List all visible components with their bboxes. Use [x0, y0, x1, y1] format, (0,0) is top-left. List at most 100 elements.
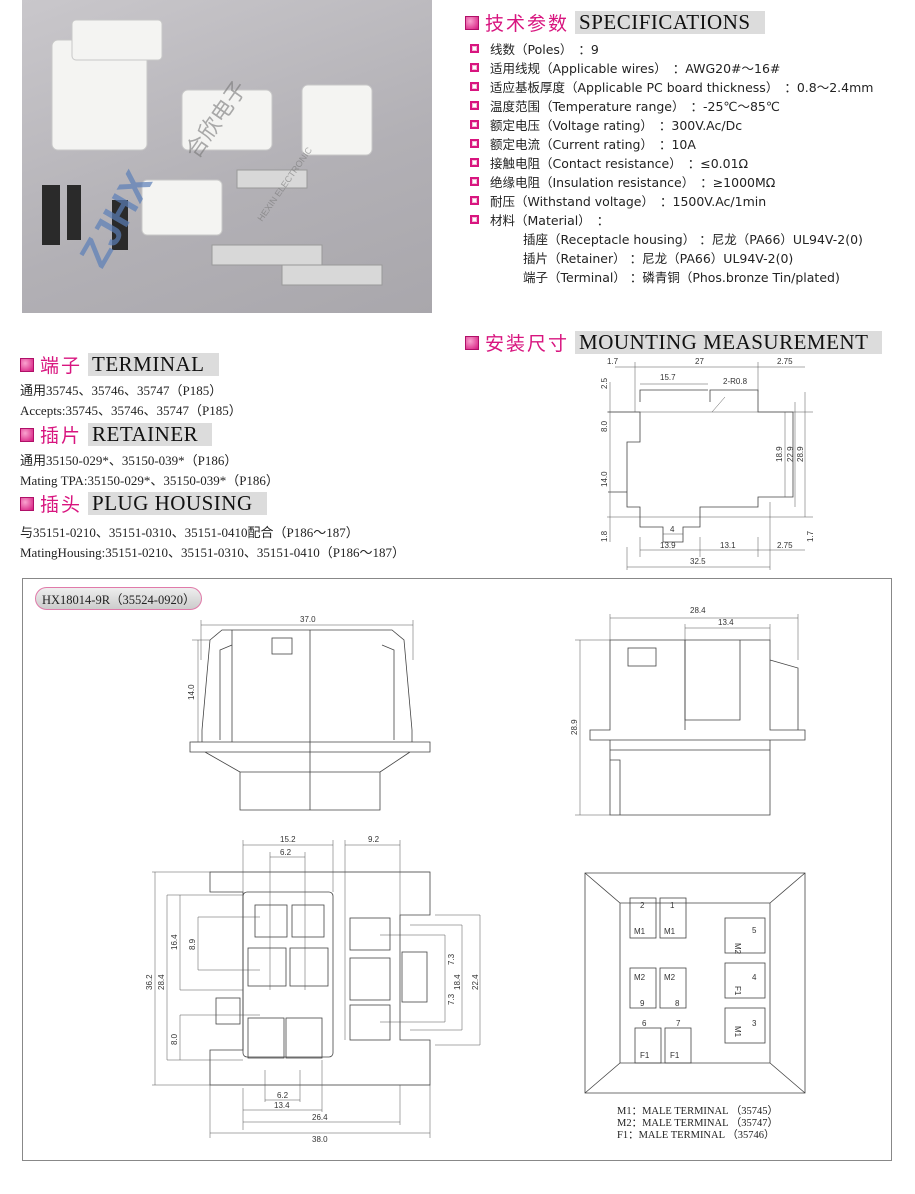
plug-heading: 插头 PLUG HOUSING: [20, 490, 267, 517]
dim-label: 27: [695, 357, 704, 366]
pin-number: 1: [670, 901, 675, 910]
terminal-title-en: TERMINAL: [88, 353, 219, 376]
dim-label: 9.2: [368, 835, 380, 844]
spec-value: ：300V.Ac/Dc: [658, 118, 743, 133]
heading-square-icon: [20, 357, 34, 372]
dim-label: 28.4: [690, 606, 706, 615]
pin-number: 8: [675, 999, 680, 1008]
heading-square-icon: [20, 496, 34, 511]
bullet-icon: [470, 101, 479, 110]
dim-label: 22.4: [471, 974, 480, 990]
dim-label: 6.2: [277, 1091, 289, 1100]
dim-label: 13.9: [660, 541, 676, 550]
dim-label: 8.0: [170, 1033, 179, 1045]
dim-label: 8.0: [600, 420, 609, 432]
dim-label: 15.2: [280, 835, 296, 844]
technical-drawing-frame: [22, 578, 892, 1161]
terminal-type: M2: [664, 973, 676, 982]
spec-value: ：10A: [658, 137, 696, 152]
dim-label: 8.9: [188, 938, 197, 950]
material-label: 插片（Retainer）: [523, 251, 626, 266]
spec-label: 适用线规（Applicable wires）: [490, 61, 667, 76]
spec-value: ：≤0.01Ω: [687, 156, 749, 171]
spec-item: 适用线规（Applicable wires） ：AWG20#～16#: [470, 58, 873, 77]
spec-item: 适应基板厚度（Applicable PC board thickness）：0.…: [470, 77, 873, 96]
plug-title-en: PLUG HOUSING: [88, 492, 267, 515]
spec-label: 额定电压（Voltage rating）: [490, 118, 653, 133]
spec-value: ：AWG20#～16#: [672, 61, 781, 76]
dim-label: 2-R0.8: [723, 377, 748, 386]
dim-label: 1.7: [806, 530, 815, 542]
dim-label: 28.9: [796, 446, 805, 462]
bullet-icon: [470, 44, 479, 53]
dim-label: 13.1: [720, 541, 736, 550]
dim-label: 1.7: [607, 357, 619, 366]
pin-number: 7: [676, 1019, 681, 1028]
dim-label: 22.9: [786, 446, 795, 462]
product-photo-illustration: ZJHX 合欣电子 HEXIN ELECTRONIC: [42, 19, 383, 286]
terminal-title-cn: 端子: [40, 355, 83, 377]
terminal-type: M2: [733, 943, 742, 955]
material-label: 端子（Terminal）: [523, 270, 626, 285]
mounting-title-cn: 安装尺寸: [485, 333, 570, 355]
bullet-icon: [470, 139, 479, 148]
dim-label: 2.5: [600, 377, 609, 389]
retainer-heading: 插片 RETAINER: [20, 421, 213, 448]
terminal-type: F1: [640, 1051, 650, 1060]
spec-value: ：1500V.Ac/1min: [660, 194, 767, 209]
terminal-type: F1: [733, 986, 742, 996]
pin-number: 4: [752, 973, 757, 982]
bottom-view-drawing: 15.2 6.2 9.2 36.2 28.4 16.4 8.9 8.0 7.3 …: [145, 835, 481, 1144]
specifications-list: 线数（Poles） ：9 适用线规（Applicable wires） ：AWG20…: [470, 39, 873, 286]
spec-label: 额定电流（Current rating）: [490, 137, 653, 152]
dim-label: 38.0: [312, 1135, 328, 1144]
spec-item: 额定电流（Current rating） ：10A: [470, 134, 873, 153]
bullet-icon: [470, 196, 479, 205]
material-item: 插片（Retainer） ：尼龙（PA66）UL94V-2(0): [523, 248, 873, 267]
part-number-badge: HX18014-9R（35524-0920）: [35, 587, 203, 610]
terminal-type: M1: [733, 1026, 742, 1038]
mounting-title-en: MOUNTING MEASUREMENT: [575, 331, 883, 354]
specifications-title-en: SPECIFICATIONS: [575, 11, 765, 34]
mounting-drawing: 1.7 27 2.75 15.7 2-R0.8 2.5 8.0 14.0 1.8…: [600, 357, 815, 570]
mounting-heading: 安装尺寸 MOUNTING MEASUREMENT: [465, 329, 883, 356]
pin-number: 2: [640, 901, 645, 910]
dim-label: 4: [670, 525, 675, 534]
product-photo: ZJHX 合欣电子 HEXIN ELECTRONIC: [22, 0, 432, 313]
spec-value: ：9: [578, 42, 599, 57]
spec-value: ：-25℃～85℃: [690, 99, 780, 114]
retainer-title-en: RETAINER: [88, 423, 213, 446]
retainer-line: Mating TPA:35150-029*、35150-039*（P186）: [20, 473, 279, 488]
material-label: 插座（Receptacle housing）: [523, 232, 696, 247]
bullet-icon: [470, 63, 479, 72]
spec-label: 接触电阻（Contact resistance）: [490, 156, 682, 171]
terminal-legend: M1：MALE TERMINAL （35745） M2：MALE TERMINA…: [617, 1106, 778, 1142]
legend-item: F1：MALE TERMINAL （35746）: [617, 1130, 775, 1141]
retainer-line: 通用35150-029*、35150-039*（P186）: [20, 453, 238, 468]
terminal-type: M2: [634, 973, 646, 982]
dim-label: 36.2: [145, 974, 154, 990]
spec-value: ：≥1000MΩ: [700, 175, 776, 190]
specifications-heading: 技术参数 SPECIFICATIONS: [465, 9, 765, 36]
material-item: 端子（Terminal） ：磷青铜（Phos.bronze Tin/plated…: [523, 267, 873, 286]
dim-label: 26.4: [312, 1113, 328, 1122]
side-view-drawing: 28.4 13.4 28.9: [570, 606, 806, 816]
front-view-drawing: 37.0 14.0: [187, 615, 431, 811]
material-value: ：磷青铜（Phos.bronze Tin/plated): [629, 270, 840, 285]
dim-label: 14.0: [600, 471, 609, 487]
dim-label: 37.0: [300, 615, 316, 624]
legend-item: M1：MALE TERMINAL （35745）: [617, 1106, 778, 1117]
heading-square-icon: [465, 335, 479, 350]
terminal-line: Accepts:35745、35746、35747（P185）: [20, 403, 242, 418]
spec-value: ：: [596, 213, 610, 228]
dim-label: 16.4: [170, 934, 179, 950]
dim-label: 6.2: [280, 848, 292, 857]
spec-item: 额定电压（Voltage rating） ：300V.Ac/Dc: [470, 115, 873, 134]
spec-item: 绝缘电阻（Insulation resistance）：≥1000MΩ: [470, 172, 873, 191]
bullet-icon: [470, 82, 479, 91]
spec-label: 线数（Poles）: [490, 42, 573, 57]
terminal-type: M1: [664, 927, 676, 936]
spec-label: 适应基板厚度（Applicable PC board thickness）: [490, 80, 779, 95]
dim-label: 15.7: [660, 373, 676, 382]
specifications-title-cn: 技术参数: [485, 13, 570, 35]
